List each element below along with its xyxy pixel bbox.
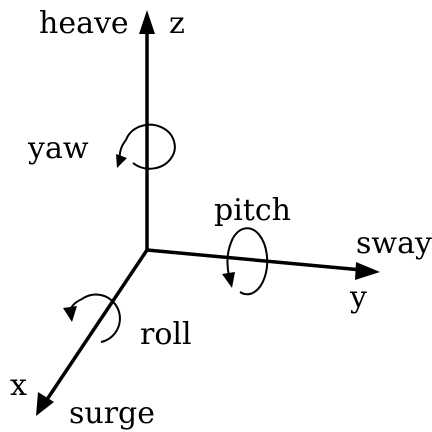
yaw-label: yaw	[27, 131, 89, 166]
y-axis-arrowhead	[355, 262, 380, 280]
sway-label: sway	[356, 226, 432, 261]
yaw-rotation-arrow	[116, 123, 176, 170]
heave-label: heave	[39, 6, 129, 41]
surge-label: surge	[69, 396, 155, 431]
pitch-rotation-arrow	[222, 227, 269, 296]
roll-rotation-arrow	[63, 293, 121, 343]
x-axis-label: x	[10, 368, 27, 403]
z-axis-arrowhead	[139, 10, 155, 34]
roll-label: roll	[140, 317, 192, 352]
pitch-label: pitch	[214, 193, 291, 228]
x-axis-arrowhead	[36, 392, 54, 416]
z-axis	[139, 10, 155, 250]
x-axis	[36, 249, 149, 416]
y-axis-label: y	[349, 280, 367, 315]
z-axis-label: z	[169, 6, 185, 41]
y-axis	[146, 248, 380, 280]
